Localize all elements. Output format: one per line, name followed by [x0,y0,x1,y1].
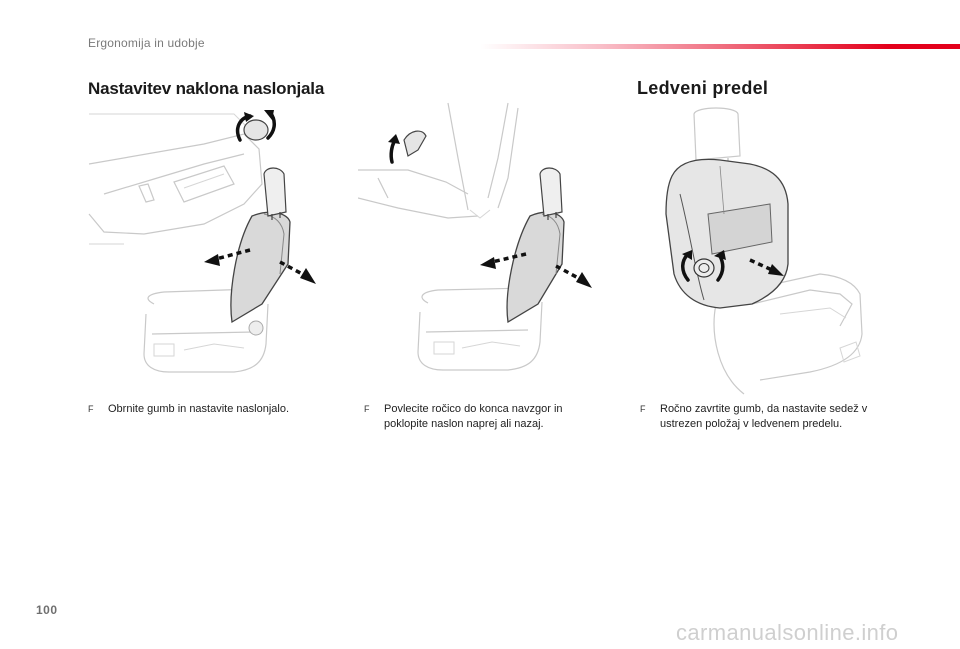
seat-backrest-lever-illustration [357,102,592,371]
watermark-text: carmanualsonline.info [676,620,899,645]
bullet-icon: F [88,404,94,414]
bullet-icon: F [364,404,370,414]
figure-backrest-lever [357,98,606,386]
figure-lumbar-knob [640,104,876,396]
section-title-lumbar: Ledveni predel [637,78,769,98]
section-title-backrest-tilt: Nastavitev naklona naslonjala [88,79,325,98]
section-header: Ergonomija in udobje [88,36,205,50]
caption-text: Povlecite ročico do konca navzgor in pok… [384,403,563,430]
bullet-icon: F [640,404,646,414]
header-accent-bar [480,44,960,49]
caption-backrest-lever: F Povlecite ročico do konca navzgor in p… [364,402,604,432]
seat-backrest-knob-illustration [88,110,316,373]
seat-lumbar-knob-illustration [665,107,863,395]
page-number: 100 [36,603,58,617]
caption-backrest-knob: F Obrnite gumb in nastavite naslonjalo. [88,402,338,417]
figure-backrest-knob [84,104,344,386]
caption-text: Obrnite gumb in nastavite naslonjalo. [108,403,289,415]
caption-lumbar-knob: F Ročno zavrtite gumb, da nastavite sede… [640,402,900,432]
caption-text: Ročno zavrtite gumb, da nastavite sedež … [660,403,868,430]
